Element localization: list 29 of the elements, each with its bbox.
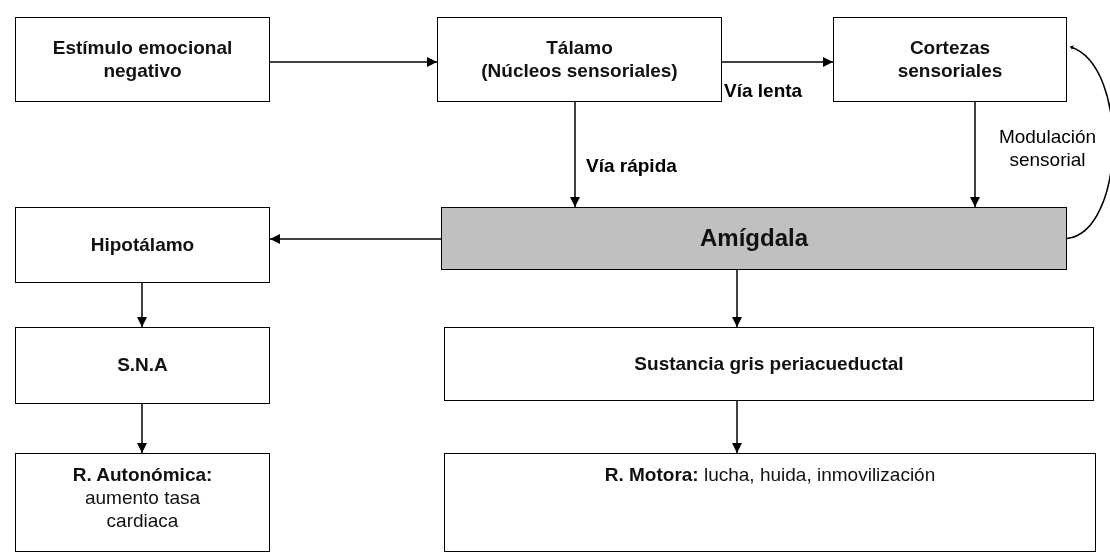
arrow [269, 57, 438, 67]
process-box [444, 453, 1096, 552]
box-text: Tálamo [546, 36, 613, 60]
box-text: Amígdala [700, 224, 808, 253]
process-box [15, 207, 270, 283]
box-text: Hipotálamo [90, 233, 195, 257]
box-text: Cortezas sensoriales [896, 36, 1004, 83]
process-box [15, 17, 270, 102]
process-box [437, 17, 722, 102]
box-text: Sustancia gris periacueductal [634, 352, 904, 376]
arrow [732, 400, 742, 454]
process-box [15, 327, 270, 404]
box-text: R. Autonómica: aumento tasa cardiaca [71, 464, 214, 533]
highlighted-box [441, 207, 1067, 270]
arrow [1066, 44, 1110, 240]
box-text: Estímulo emocional negativo [51, 36, 234, 83]
process-box [833, 17, 1067, 102]
box-text: R. Motora: lucha, huida, inmovilización [604, 464, 936, 487]
box-text: S.N.A [117, 354, 168, 377]
arrow [137, 403, 147, 454]
arrow [721, 57, 834, 67]
arrow [732, 269, 742, 328]
arrow [137, 282, 147, 328]
box-text: (Núcleos sensoriales) [481, 59, 678, 83]
arrow [269, 234, 442, 244]
arrow [970, 101, 980, 208]
process-box [15, 453, 270, 552]
process-box [444, 327, 1094, 401]
arrow [570, 101, 580, 208]
